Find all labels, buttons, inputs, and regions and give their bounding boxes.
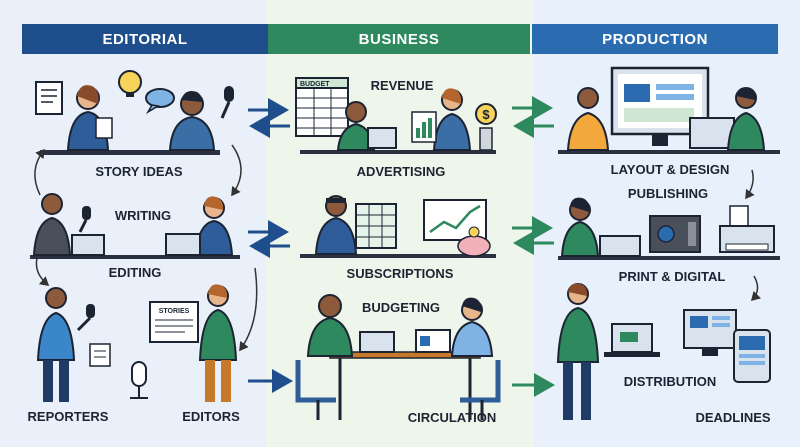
reporters-editors-scene: STORIES (36, 284, 238, 402)
chart-icon (411, 111, 437, 143)
distribution-scene (556, 283, 771, 420)
tablet-icon (733, 329, 771, 383)
printer-icon (649, 215, 701, 253)
laptop-icon (599, 235, 641, 257)
stories-sheet: STORIES (149, 301, 199, 343)
editorial-header-text: EDITORIAL (102, 30, 188, 48)
laptop-icon (359, 331, 395, 353)
speech-bubble-icon (145, 88, 175, 115)
label-story-ideas: STORY IDEAS (95, 164, 183, 179)
label-revenue: REVENUE (370, 78, 434, 93)
microphone-icon (78, 206, 91, 233)
monitor-icon (683, 309, 737, 356)
laptop-icon (604, 323, 660, 357)
label-layout-design: LAYOUT & DESIGN (610, 162, 730, 177)
microphone-icon (220, 86, 234, 119)
label-subscriptions: SUBSCRIPTIONS (346, 266, 454, 281)
spreadsheet-icon (355, 203, 397, 249)
business-header: BUSINESS (268, 24, 530, 54)
editorial-header: EDITORIAL (22, 24, 268, 54)
label-print-digital: PRINT & DIGITAL (618, 269, 726, 284)
microphone-icon (130, 361, 148, 399)
stories-sign-text: STORIES (159, 308, 190, 315)
microphone-icon (76, 304, 95, 332)
label-deadlines: DEADLINES (695, 410, 771, 425)
budget-sheet-text: BUDGET (300, 81, 330, 88)
piggy-bank-icon (457, 226, 491, 257)
dollar-coin-icon: $ (475, 103, 497, 125)
business-column (266, 0, 534, 447)
laptop-icon (367, 127, 397, 149)
monitor-icon (689, 117, 735, 149)
label-editors: EDITORS (182, 409, 240, 424)
label-reporters: REPORTERS (27, 409, 109, 424)
svg-text:$: $ (482, 107, 490, 122)
label-editing: EDITING (108, 265, 162, 280)
layout-design-scene (558, 66, 780, 154)
production-header-text: PRODUCTION (602, 30, 708, 48)
story-ideas-scene (35, 70, 234, 155)
subscriptions-scene (300, 195, 496, 258)
advertising-scene: BUDGET (295, 77, 497, 154)
document-icon (35, 81, 63, 115)
label-budgeting: BUDGETING (362, 300, 440, 315)
laptop-icon (165, 233, 201, 256)
business-header-text: BUSINESS (358, 30, 440, 48)
label-publishing: PUBLISHING (627, 186, 709, 201)
printer-icon (719, 205, 775, 253)
laptop-icon (415, 329, 451, 353)
spreadsheet-icon: BUDGET (295, 77, 349, 137)
label-distribution: DISTRIBUTION (623, 374, 717, 389)
budgeting-scene (295, 294, 501, 420)
lightbulb-icon (118, 70, 142, 97)
label-writing: WRITING (114, 208, 172, 223)
label-circulation: CIRCULATION (407, 410, 497, 425)
label-advertising: ADVERTISING (356, 164, 446, 179)
production-header: PRODUCTION (532, 24, 778, 54)
notepad-icon (89, 343, 111, 367)
writing-scene (30, 193, 240, 259)
laptop-icon (71, 234, 105, 256)
publishing-scene (558, 197, 780, 260)
